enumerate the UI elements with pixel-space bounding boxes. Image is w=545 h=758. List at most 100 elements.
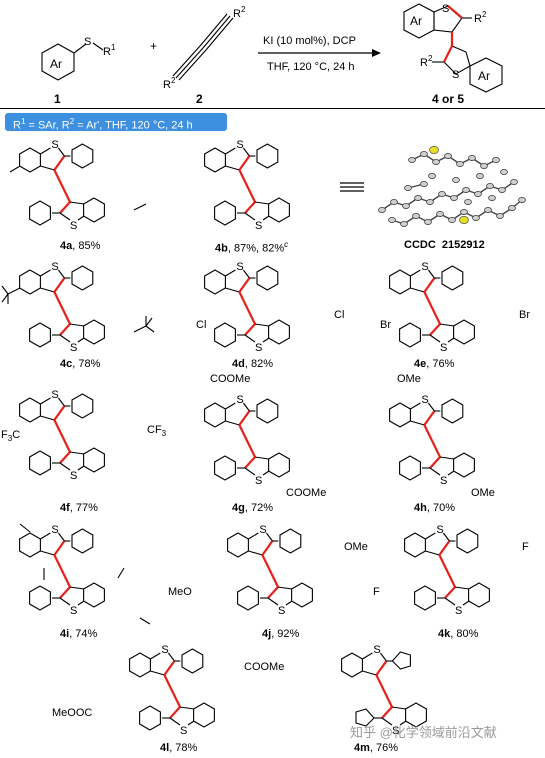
- bibenzothiophene-structure: SS: [19, 261, 105, 354]
- crystal-atom: [460, 209, 468, 215]
- crystal-atom: [464, 199, 472, 205]
- banner-r1: R: [13, 119, 21, 132]
- substituent-bond: [145, 325, 155, 333]
- crystal-atom: [474, 191, 482, 197]
- crystal-sulfur-atom: [429, 146, 439, 154]
- ccdc-label: CCDC 2152912: [404, 239, 485, 251]
- product-r-top: R: [474, 13, 482, 25]
- product-ring-label-bottom: Ar: [478, 69, 490, 83]
- crystal-atom: [488, 195, 496, 201]
- substituent-bond: [9, 165, 21, 173]
- substituent-bond: [1, 285, 9, 295]
- br-label-right: Br: [519, 309, 530, 321]
- banner-sup1: 1: [20, 117, 26, 126]
- watermark: 知乎 @化学领域前沿文献: [350, 725, 497, 740]
- sulfur-atom-label: S: [421, 394, 428, 406]
- substituent-bond: [133, 325, 147, 333]
- meooc-label-4l: MeOOC: [52, 707, 93, 719]
- compound-label-4h: 4h, 70%: [414, 502, 455, 514]
- reactant-2-r-bottom: R: [163, 79, 171, 91]
- crystal-atom: [436, 211, 444, 217]
- sulfur-atom-label: S: [455, 605, 462, 617]
- crystal-atom: [420, 151, 428, 157]
- crystal-atom: [444, 153, 452, 159]
- product-red-bond-3: [443, 45, 453, 63]
- crystal-atom: [390, 199, 398, 205]
- compound-label-4f: 4f, 77%: [60, 502, 98, 514]
- conditions-top: KI (10 mol%), DCP: [263, 35, 356, 47]
- product-s-bottom: S: [452, 69, 459, 81]
- product-label: 4 or 5: [432, 92, 464, 106]
- crystal-atom: [404, 185, 412, 191]
- crystal-sulfur-atom: [459, 216, 469, 224]
- compound-label-4d: 4d, 82%: [232, 358, 273, 370]
- banner-mid2: = Ar', THF, 120 °C, 24 h: [74, 119, 193, 132]
- f-label-4k-right: F: [522, 541, 529, 553]
- crystal-atom: [414, 195, 422, 201]
- sulfur-atom-label: S: [259, 524, 266, 536]
- product-r-bottom: R: [420, 57, 428, 69]
- crystal-atom: [388, 217, 396, 223]
- coome-label-bottom: COOMe: [286, 487, 327, 499]
- sulfur-atom-label: S: [440, 475, 447, 487]
- crystal-atom: [500, 169, 508, 175]
- crystal-atom: [402, 203, 410, 209]
- scheme-divider: [0, 108, 545, 109]
- compound-label-4j: 4j, 92%: [262, 628, 300, 640]
- bibenzothiophene-structure: SS: [227, 524, 313, 617]
- substituent-bond: [19, 523, 31, 533]
- compound-label-4a: 4a, 85%: [60, 240, 101, 252]
- reactant-2-number: 2: [196, 92, 203, 106]
- crystal-atom: [484, 207, 492, 213]
- reactant-1-number: 1: [54, 92, 61, 106]
- ome-label-bottom: OMe: [471, 487, 495, 499]
- crystal-atom: [378, 207, 386, 213]
- crystal-atom: [408, 157, 416, 163]
- reactant-2-r-top: R: [233, 8, 241, 20]
- sulfur-atom-label: S: [255, 220, 262, 232]
- crystal-atom: [432, 159, 440, 165]
- substituent-bond: [117, 567, 125, 579]
- substituent-bond: [139, 617, 151, 625]
- crystal-atom: [424, 219, 432, 225]
- sulfur-atom-label: S: [51, 389, 58, 401]
- cl-label-left: Cl: [196, 319, 207, 331]
- banner-sup2: 2: [69, 117, 75, 126]
- bibenzothiophene-structure: SS: [204, 394, 290, 487]
- crystal-atom: [452, 177, 460, 183]
- bibenzothiophene-structure: SS: [389, 261, 475, 354]
- product-red-bond-1: [447, 5, 463, 19]
- sulfur-atom-label: S: [51, 261, 58, 273]
- cf3-label-left: F3C: [1, 429, 21, 444]
- crystal-atom: [510, 179, 518, 185]
- crystal-atom: [448, 217, 456, 223]
- compound-label-4g: 4g, 72%: [232, 502, 273, 514]
- sulfur-atom-label: S: [255, 342, 262, 354]
- compound-label-4b: 4b, 87%, 82%c: [215, 240, 289, 255]
- crystal-atom: [462, 187, 470, 193]
- sulfur-atom-label: S: [373, 644, 380, 656]
- reaction-arrow-head: [372, 49, 381, 57]
- sulfur-atom-label: S: [236, 394, 243, 406]
- crystal-atom: [428, 173, 436, 179]
- crystal-atom: [472, 215, 480, 221]
- reactant-1-ring-label: Ar: [50, 57, 62, 71]
- sulfur-atom-label: S: [392, 725, 399, 737]
- coome-label-top: COOMe: [210, 373, 251, 385]
- bibenzothiophene-structure: SS: [389, 394, 475, 487]
- cl-label-right: Cl: [334, 309, 345, 321]
- equivalence-sign: [340, 182, 364, 192]
- ome-label-top: OMe: [397, 373, 421, 385]
- sulfur-atom-label: S: [236, 261, 243, 273]
- sulfur-atom-label: S: [255, 475, 262, 487]
- br-label-left: Br: [380, 319, 391, 331]
- crystal-atom: [456, 161, 464, 167]
- sulfur-atom-label: S: [436, 524, 443, 536]
- crystal-atom: [498, 187, 506, 193]
- bibenzothiophene-structure: SS: [341, 644, 427, 737]
- crystal-atom: [476, 173, 484, 179]
- reactant-2-r-top-sup: 2: [241, 5, 246, 14]
- sulfur-atom-label: S: [70, 220, 77, 232]
- reaction-scheme: Ar S R 1 1 + R 2 R 2 2 KI (10 mol%), DCP…: [41, 3, 503, 106]
